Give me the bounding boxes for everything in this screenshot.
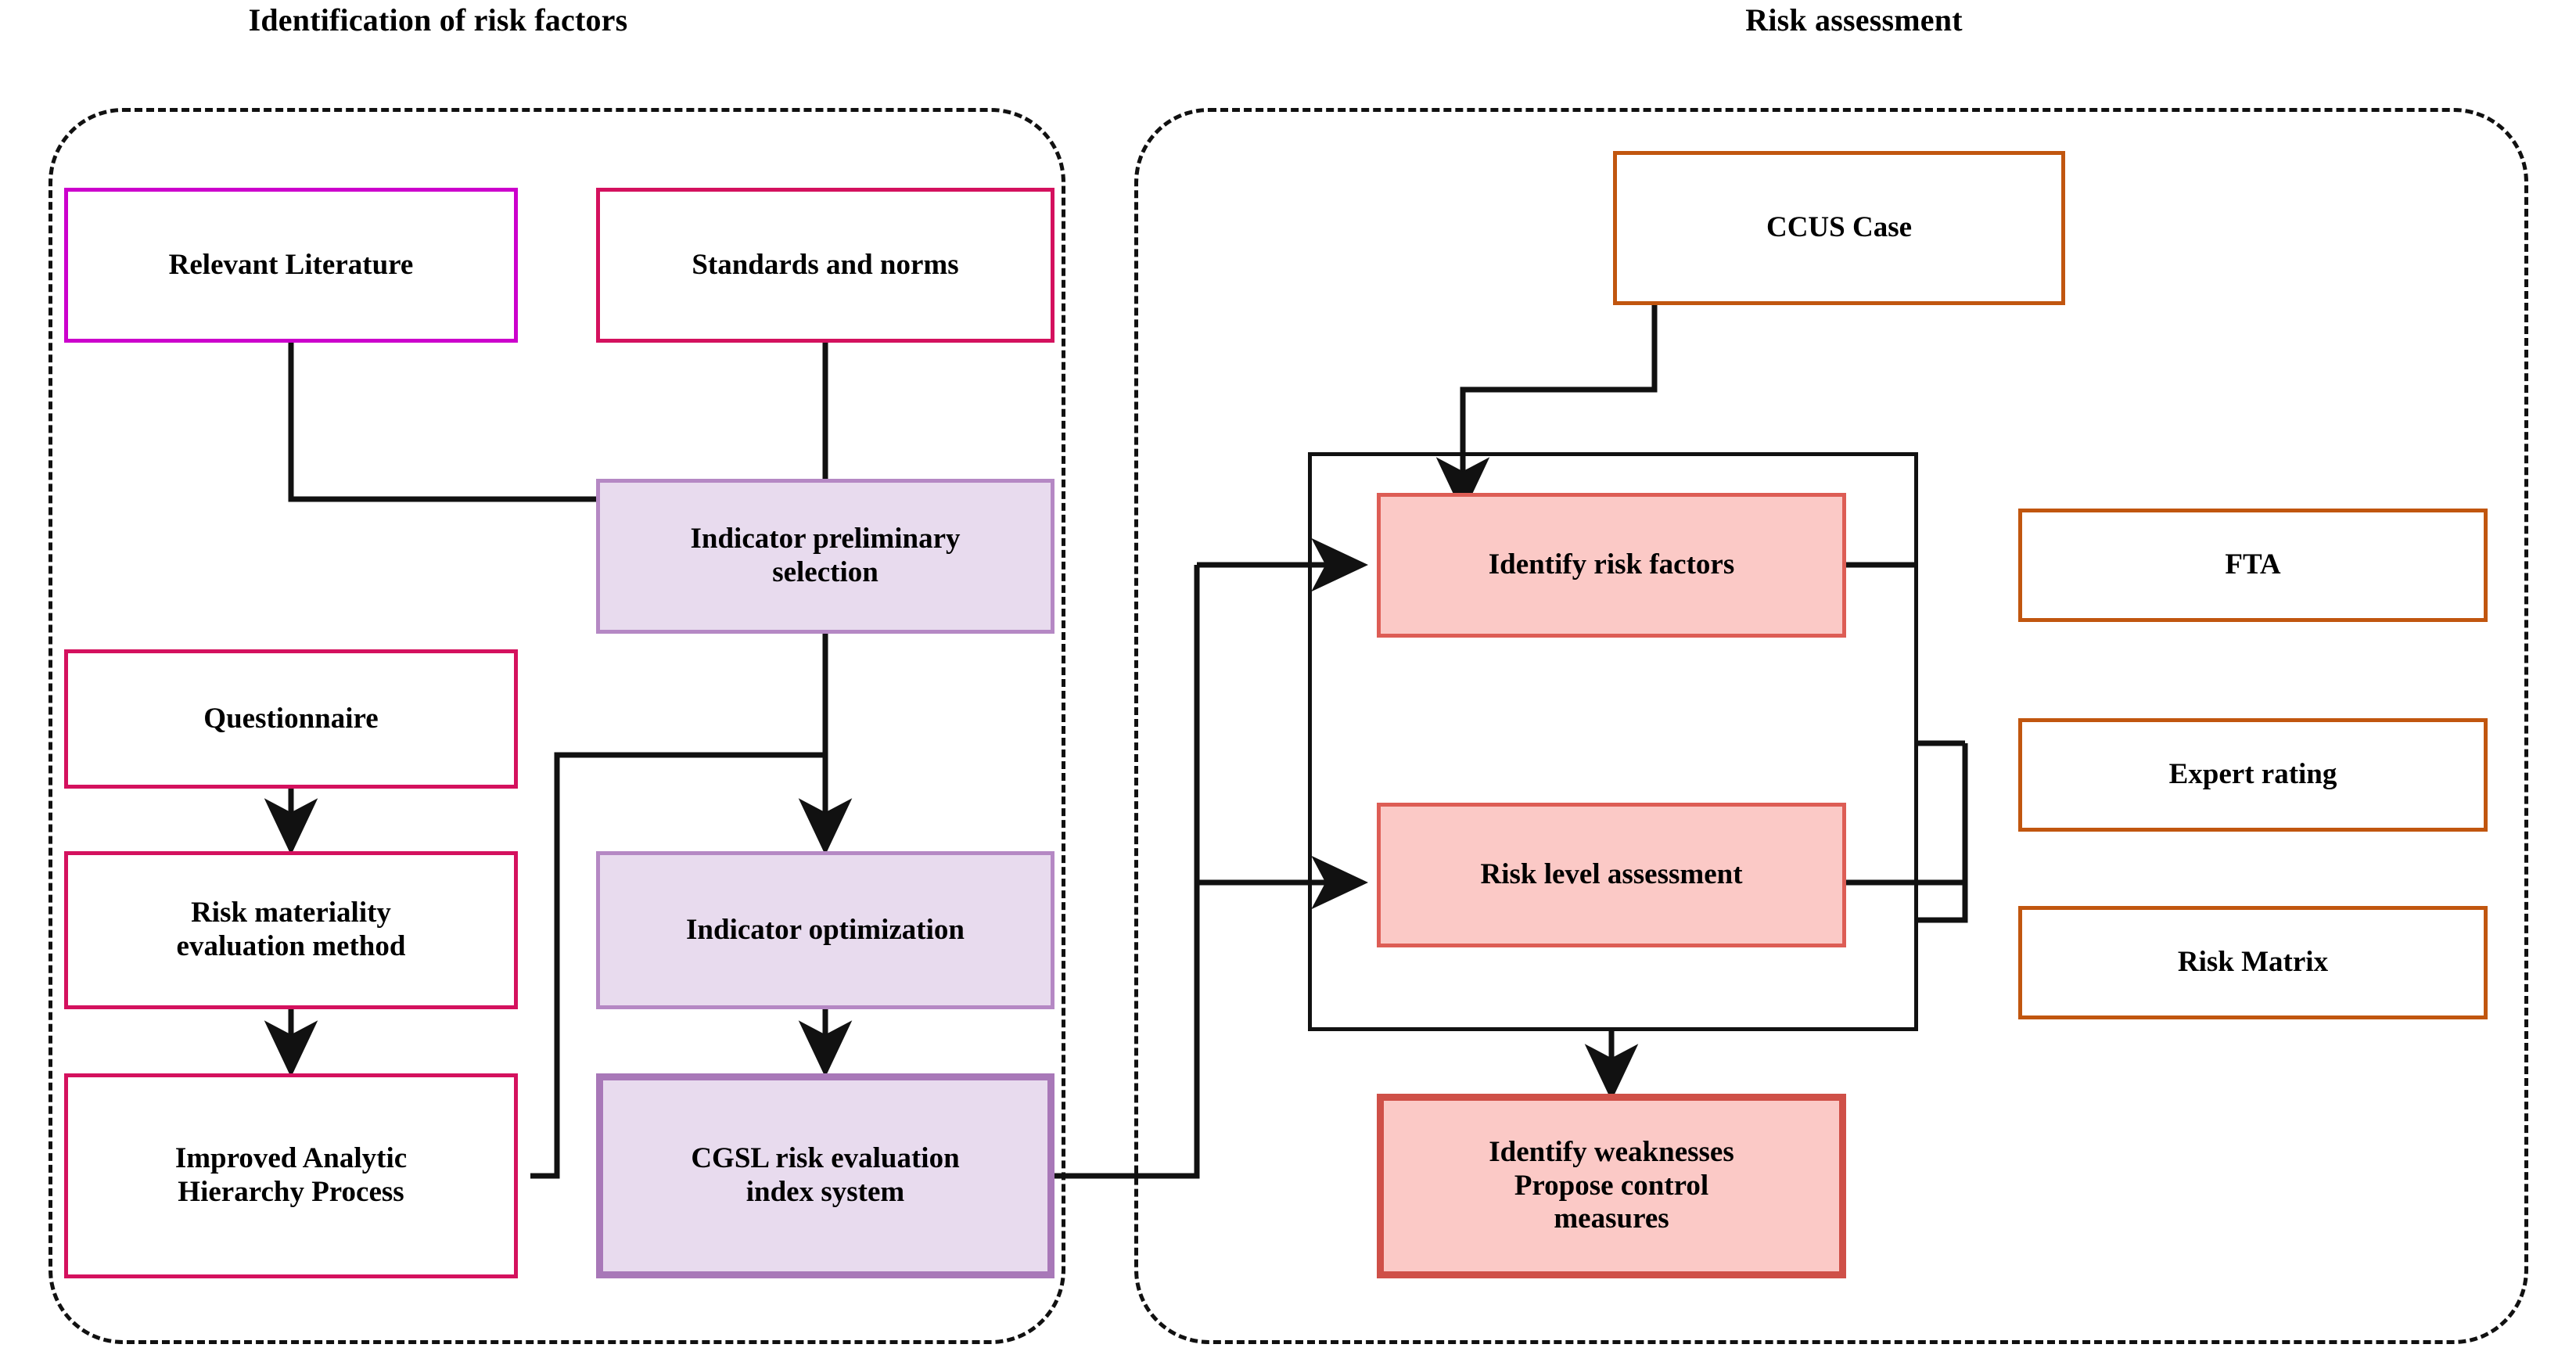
line-2: evaluation method (176, 930, 406, 962)
node-cgsl-risk-evaluation-index-system[interactable]: CGSL risk evaluation index system (596, 1073, 1054, 1278)
group-identification-of-risk-factors (49, 108, 1065, 1344)
assessment-core-frame (1308, 452, 1918, 1031)
line-1: Improved Analytic (174, 1142, 408, 1175)
wire-riskmatrix-elbow (1918, 882, 1968, 923)
node-improved-analytic-hierarchy-process[interactable]: Improved Analytic Hierarchy Process (64, 1073, 518, 1278)
node-cgsl-text: CGSL risk evaluation index system (691, 1142, 959, 1210)
line-1: CGSL risk evaluation (691, 1142, 960, 1175)
node-indicator-preliminary-selection[interactable]: Indicator preliminary selection (596, 479, 1054, 634)
wire-cgsl-riser (1054, 565, 1200, 1179)
line-1: Risk materiality (191, 897, 391, 929)
node-indicator-preliminary-selection-text: Indicator preliminary selection (691, 523, 961, 590)
node-fta[interactable]: FTA (2018, 509, 2488, 622)
node-risk-materiality-text: Risk materiality evaluation method (177, 897, 406, 964)
node-expert-rating[interactable]: Expert rating (2018, 718, 2488, 832)
line-2: index system (745, 1176, 905, 1208)
node-ccus-case[interactable]: CCUS Case (1613, 151, 2065, 305)
node-questionnaire[interactable]: Questionnaire (64, 649, 518, 789)
line-1: Indicator preliminary (690, 523, 961, 555)
line-2: Hierarchy Process (178, 1176, 404, 1208)
node-risk-matrix[interactable]: Risk Matrix (2018, 906, 2488, 1019)
node-risk-level-assessment[interactable]: Risk level assessment (1377, 803, 1846, 947)
node-standards-and-norms[interactable]: Standards and norms (596, 188, 1054, 343)
wire-literature-to-preliminary (288, 343, 825, 502)
line-1: Identify weaknesses (1489, 1135, 1734, 1168)
panel-title-identification: Identification of risk factors (248, 2, 628, 38)
node-relevant-literature[interactable]: Relevant Literature (64, 188, 518, 343)
line-3: measures (1554, 1202, 1669, 1235)
node-identify-weaknesses-text: Identify weaknesses Propose control meas… (1489, 1136, 1734, 1237)
group-risk-assessment (1134, 108, 2528, 1344)
wire-ccus-to-identify-risk-factors (1435, 305, 1658, 515)
node-identify-weaknesses-propose-control-measures[interactable]: Identify weaknesses Propose control meas… (1377, 1094, 1846, 1278)
node-risk-materiality-evaluation-method[interactable]: Risk materiality evaluation method (64, 851, 518, 1009)
line-2: Propose control (1514, 1169, 1709, 1202)
node-identify-risk-factors[interactable]: Identify risk factors (1377, 493, 1846, 638)
line-2: selection (772, 556, 878, 588)
node-indicator-optimization[interactable]: Indicator optimization (596, 851, 1054, 1009)
wire-ahp-to-optimization (530, 752, 825, 1179)
panel-title-assessment: Risk assessment (1745, 2, 1963, 38)
node-improved-ahp-text: Improved Analytic Hierarchy Process (175, 1142, 407, 1210)
